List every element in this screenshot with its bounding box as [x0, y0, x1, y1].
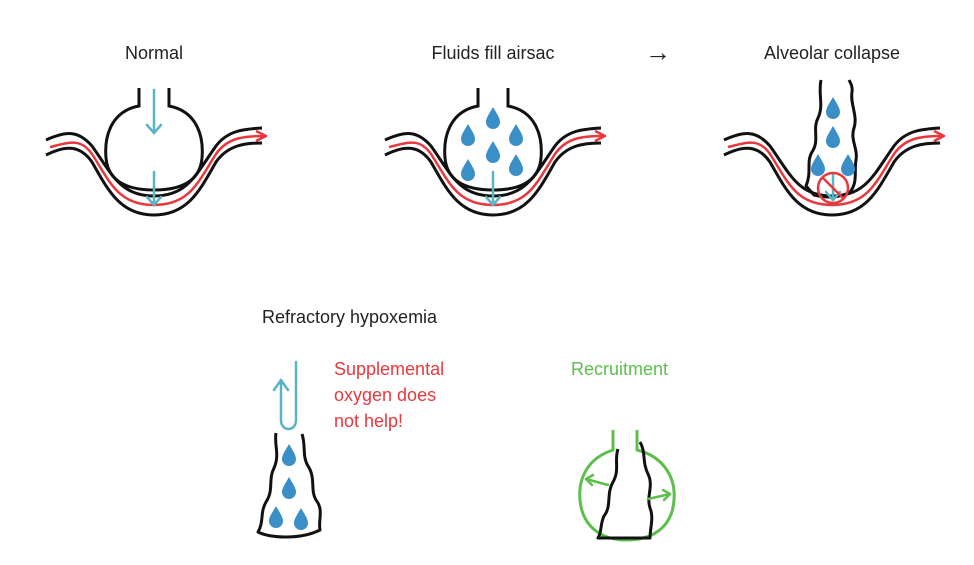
capillary-arrowhead	[255, 129, 268, 143]
recruited-alveolus-outline	[578, 430, 676, 542]
expansion-arrow-icon	[584, 473, 672, 502]
fluid-drop-icon	[461, 107, 523, 181]
panel-normal	[45, 88, 268, 217]
oxygen-arrow-icon	[145, 88, 163, 207]
sequence-arrow-icon: →	[645, 37, 671, 67]
refractory-alveolus-group	[256, 360, 322, 539]
label-supplemental-line-1: Supplemental	[334, 359, 445, 379]
vessel-wall-outer	[45, 141, 263, 217]
oxygen-return-arrow-icon	[272, 360, 298, 431]
panel-collapse	[723, 79, 946, 217]
label-supplemental-line-3: not help!	[334, 411, 404, 431]
label-refractory-hypoxemia: Refractory hypoxemia	[262, 307, 438, 327]
no-entry-icon	[816, 171, 850, 205]
label-recruitment: Recruitment	[571, 359, 669, 379]
label-alveolar-collapse: Alveolar collapse	[763, 43, 901, 63]
label-supplemental-line-2: oxygen does	[334, 385, 437, 405]
label-fluids-fill-airsac: Fluids fill airsac	[431, 43, 555, 63]
collapsed-alveolus	[804, 79, 858, 199]
recruitment-alveolus-group	[578, 430, 676, 542]
panel-fluids	[384, 88, 607, 217]
refractory-collapsed-alveolus	[256, 432, 322, 539]
label-normal: Normal	[124, 43, 184, 63]
